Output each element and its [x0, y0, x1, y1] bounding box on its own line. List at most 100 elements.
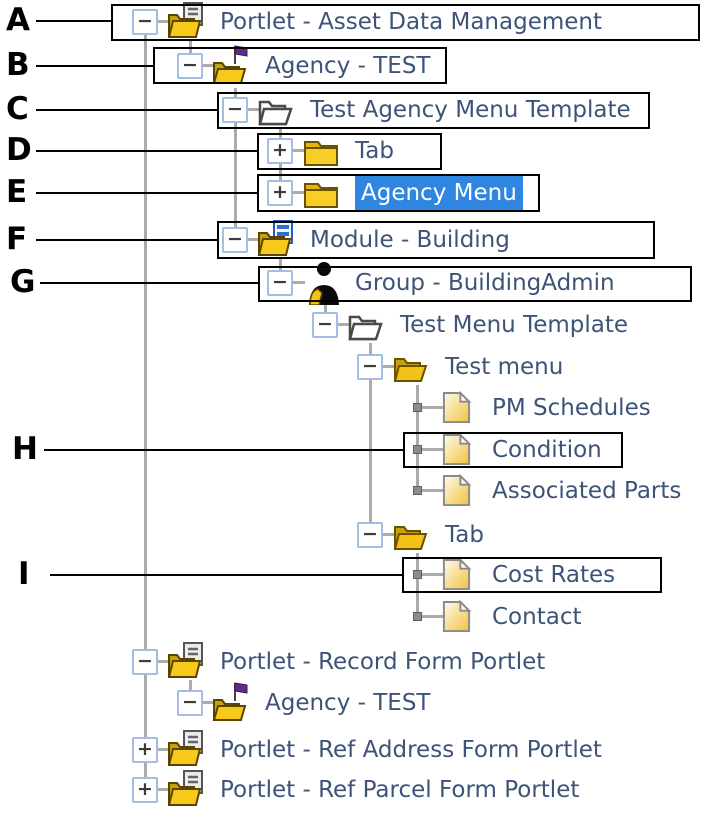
expander-toggle[interactable]: + [267, 138, 293, 164]
tree-node-label-selected[interactable]: Agency Menu [355, 175, 523, 211]
connector-line [417, 615, 445, 618]
expander-toggle[interactable]: + [132, 777, 158, 803]
tree-node-label[interactable]: Portlet - Ref Parcel Form Portlet [220, 777, 580, 803]
connector-line [247, 238, 260, 241]
tree-node-label[interactable]: PM Schedules [492, 395, 651, 421]
tree-node-label[interactable]: Portlet - Record Form Portlet [220, 649, 546, 675]
connector-line [157, 748, 170, 751]
expander-toggle[interactable]: − [357, 354, 383, 380]
open-folder-icon[interactable] [391, 347, 431, 387]
tree-node: + Agency Menu [0, 171, 713, 215]
annotation-pointer-line [50, 574, 402, 576]
expander-toggle[interactable]: − [177, 53, 203, 79]
tree-node-label[interactable]: Module - Building [310, 227, 510, 253]
expander-toggle[interactable]: − [312, 312, 338, 338]
annotation-letter: F [6, 221, 28, 257]
tree-node-label[interactable]: Tab [355, 138, 394, 164]
template-folder-icon[interactable] [346, 305, 386, 345]
annotation-pointer-line [44, 449, 403, 451]
tree-node-label[interactable]: Agency - TEST [265, 690, 431, 716]
annotation-letter: H [12, 431, 38, 467]
tree-node-label[interactable]: Agency - TEST [265, 53, 431, 79]
tree-node-label[interactable]: Test menu [445, 354, 564, 380]
annotation-letter: C [6, 91, 29, 127]
connector-line [202, 701, 215, 704]
portlet-folder-icon[interactable] [166, 2, 206, 42]
connector-line [292, 149, 305, 152]
expander-toggle[interactable]: − [222, 97, 248, 123]
connector-line [382, 365, 395, 368]
tree-node: − Portlet - Asset Data Management [0, 0, 713, 44]
tree-node-label[interactable]: Test Menu Template [400, 312, 629, 338]
group-user-icon[interactable] [301, 261, 341, 305]
expander-toggle[interactable]: − [357, 522, 383, 548]
expander-toggle[interactable]: − [132, 649, 158, 675]
tree-node-label[interactable]: Tab [445, 522, 484, 548]
annotation-letter: E [6, 174, 28, 210]
tree-node: Condition [0, 428, 713, 472]
connector-line [417, 489, 445, 492]
connector-line [157, 788, 170, 791]
portlet-folder-icon[interactable] [166, 770, 206, 810]
connector-line [157, 20, 170, 23]
tree-node: − Agency - TEST [0, 681, 713, 725]
agency-flag-folder-icon[interactable] [211, 681, 251, 725]
tree-node-label[interactable]: Portlet - Asset Data Management [220, 9, 602, 35]
leaf-bullet-icon [413, 570, 422, 579]
expander-toggle[interactable]: − [267, 270, 293, 296]
page-icon[interactable] [441, 558, 472, 591]
connector-line [382, 533, 395, 536]
agency-flag-folder-icon[interactable] [211, 44, 251, 88]
annotation-letter: B [6, 47, 30, 83]
tree-node: + Portlet - Ref Parcel Form Portlet [0, 768, 713, 812]
page-icon[interactable] [441, 391, 472, 424]
portlet-folder-icon[interactable] [166, 642, 206, 682]
tree-node-label[interactable]: Group - BuildingAdmin [355, 270, 615, 296]
tree-rail [234, 88, 237, 240]
page-icon[interactable] [441, 433, 472, 466]
page-icon[interactable] [441, 600, 472, 633]
connector-line [337, 323, 350, 326]
connector-line [202, 64, 215, 67]
tree-node: − Group - BuildingAdmin [0, 261, 713, 305]
tree-node: Contact [0, 595, 713, 639]
expander-toggle[interactable]: + [132, 737, 158, 763]
closed-folder-icon[interactable] [301, 131, 341, 171]
tree-node: − Test menu [0, 345, 713, 389]
expander-toggle[interactable]: − [177, 690, 203, 716]
connector-line [157, 660, 170, 663]
portlet-folder-icon[interactable] [166, 730, 206, 770]
tree-node: − Portlet - Record Form Portlet [0, 640, 713, 684]
module-folder-icon[interactable] [256, 220, 296, 260]
connector-line [417, 573, 445, 576]
tree-node-label[interactable]: Condition [492, 437, 602, 463]
tree-node-label[interactable]: Cost Rates [492, 562, 616, 588]
annotation-pointer-line [36, 150, 257, 152]
expander-toggle[interactable]: − [132, 9, 158, 35]
tree-rail [416, 553, 419, 618]
tree-node-label[interactable]: Contact [492, 604, 582, 630]
tree-node-label[interactable]: Portlet - Ref Address Form Portlet [220, 737, 602, 763]
annotation-pointer-line [36, 239, 217, 241]
open-folder-icon[interactable] [391, 515, 431, 555]
tree-node: + Portlet - Ref Address Form Portlet [0, 728, 713, 772]
annotation-letter: I [18, 556, 30, 592]
annotation-letter: D [6, 132, 32, 168]
tree-rail [369, 343, 372, 536]
leaf-bullet-icon [413, 445, 422, 454]
tree-node: − Tab [0, 513, 713, 557]
tree-node: − Module - Building [0, 218, 713, 262]
template-folder-icon[interactable] [256, 90, 296, 130]
expander-toggle[interactable]: + [267, 180, 293, 206]
page-icon[interactable] [441, 474, 472, 507]
annotation-pointer-line [36, 192, 257, 194]
tree-node-label[interactable]: Associated Parts [492, 478, 682, 504]
expander-toggle[interactable]: − [222, 227, 248, 253]
closed-folder-icon[interactable] [301, 173, 341, 213]
tree-node-label[interactable]: Test Agency Menu Template [310, 97, 631, 123]
tree-node: Cost Rates [0, 553, 713, 597]
connector-line [292, 281, 305, 284]
annotation-letter: A [6, 2, 30, 38]
connector-line [417, 406, 445, 409]
